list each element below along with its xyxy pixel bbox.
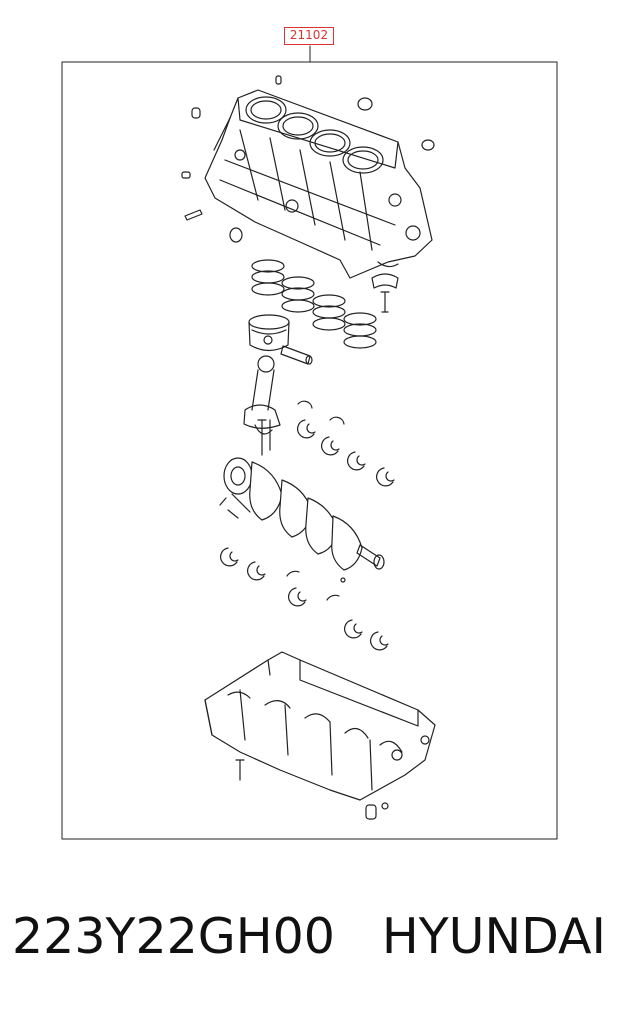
- connecting-rod-illustration: [243, 355, 281, 456]
- piston-rings-illustration: [251, 259, 377, 349]
- part-callout-label: 21102: [284, 27, 334, 45]
- piston-illustration: [248, 314, 313, 365]
- exploded-engine-diagram: [61, 45, 558, 840]
- bedplate-illustration: [204, 651, 436, 820]
- part-number: 223Y22GH00: [12, 908, 335, 965]
- lower-bearings-illustration: [220, 547, 389, 651]
- footer-caption: 223Y22GH00 HYUNDAI: [0, 908, 620, 972]
- upper-bearings-illustration: [297, 400, 395, 487]
- brand-name: HYUNDAI: [381, 908, 606, 965]
- engine-block-illustration: [181, 75, 435, 313]
- crankshaft-illustration: [219, 457, 385, 571]
